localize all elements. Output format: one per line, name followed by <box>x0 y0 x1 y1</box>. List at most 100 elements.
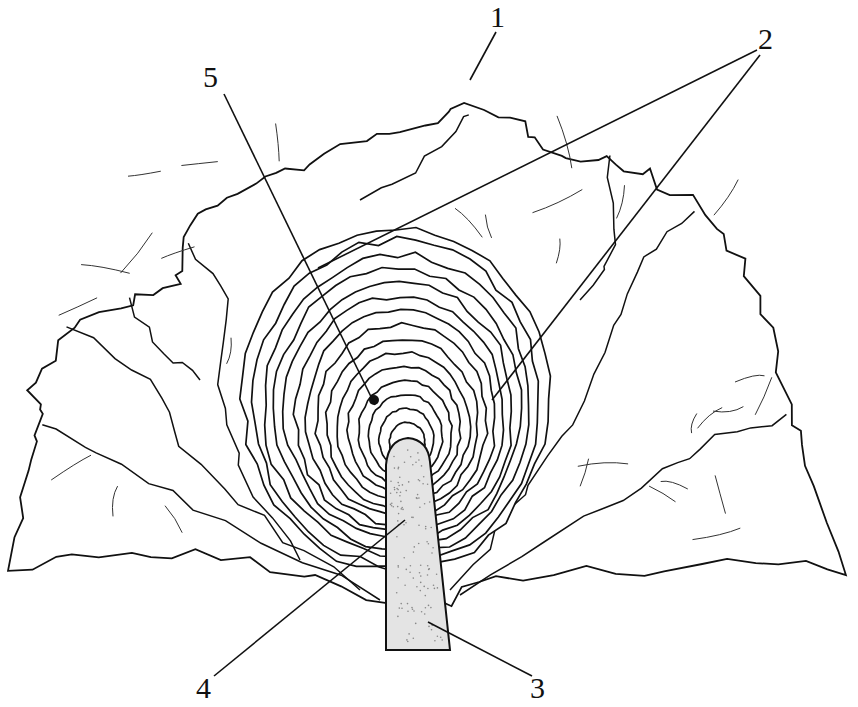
stem-texture <box>419 480 421 482</box>
stem-texture <box>399 607 401 609</box>
stem-texture <box>400 501 402 503</box>
stem-texture <box>428 626 430 628</box>
stem-texture <box>428 605 430 607</box>
stem-texture <box>427 484 429 486</box>
stem-texture <box>398 513 400 515</box>
stem-texture <box>399 495 401 497</box>
stem-texture <box>413 638 415 640</box>
stem-texture <box>403 524 405 526</box>
stem-texture <box>394 489 396 491</box>
stem-texture <box>397 489 399 491</box>
stem-texture <box>426 541 428 543</box>
stem-texture <box>398 485 400 487</box>
leader-lines <box>214 32 760 676</box>
stem-texture <box>402 509 404 511</box>
stem-texture <box>425 607 427 609</box>
stem-texture <box>405 522 407 524</box>
stem-texture <box>420 582 422 584</box>
leader-line <box>224 94 375 405</box>
stem-texture <box>422 483 424 485</box>
stem-texture <box>413 551 415 553</box>
stem-texture <box>430 527 432 529</box>
callout-number: 1 <box>490 2 505 32</box>
stem-texture <box>401 508 403 510</box>
leaf-vein <box>661 481 688 489</box>
stem-texture <box>424 503 426 505</box>
stem-texture <box>421 611 423 613</box>
stem-texture <box>406 569 408 571</box>
stem-texture <box>405 490 407 492</box>
stem-texture <box>390 504 392 506</box>
leaf-vein <box>533 190 583 213</box>
stem-texture <box>403 557 405 559</box>
stem-texture <box>413 577 415 579</box>
stem-texture <box>420 564 422 566</box>
leaf-vein <box>121 233 153 273</box>
stem-texture <box>400 491 402 493</box>
stem-texture <box>401 507 403 509</box>
leaf-vein <box>735 375 765 382</box>
stem-texture <box>394 467 396 469</box>
stem-texture <box>423 476 425 478</box>
stem-texture <box>437 587 439 589</box>
stem-texture <box>416 586 418 588</box>
stem-texture <box>397 468 399 470</box>
stem-texture <box>407 611 409 613</box>
stem-texture <box>429 501 431 503</box>
stem-texture <box>396 592 398 594</box>
stem-texture <box>429 568 431 570</box>
stem-texture <box>398 467 400 469</box>
stem-texture <box>417 452 419 454</box>
leaf-vein <box>580 459 589 487</box>
stem-texture <box>412 464 414 466</box>
stem-texture <box>428 569 430 571</box>
stem-texture <box>433 584 435 586</box>
stem-texture <box>393 506 395 508</box>
leaf-vein <box>455 208 482 237</box>
stem-texture <box>437 636 439 638</box>
leaf-vein <box>578 463 628 467</box>
stem-texture <box>418 543 420 545</box>
leaf-vein <box>557 116 572 168</box>
stem-texture <box>430 607 432 609</box>
leaf-vein <box>227 338 232 364</box>
leaf-vein <box>128 171 161 176</box>
stem-texture <box>419 572 421 574</box>
stem-texture <box>419 506 421 508</box>
leaf-vein <box>165 506 182 533</box>
leaf-vein <box>698 408 723 429</box>
stem-texture <box>418 525 420 527</box>
stem-texture <box>416 498 418 500</box>
stem-texture <box>401 607 403 609</box>
stem-texture <box>410 565 412 567</box>
leaf-vein <box>714 180 738 216</box>
callout-number: 2 <box>758 24 773 54</box>
stem-texture <box>421 465 423 467</box>
leaf-vein <box>556 239 560 264</box>
leaf-vein <box>715 475 725 513</box>
stem-texture <box>418 497 420 499</box>
stem-texture <box>427 574 429 576</box>
leaf-vein <box>59 298 97 316</box>
stem-texture <box>414 546 416 548</box>
leaf-edge <box>360 115 469 200</box>
callout-number: 3 <box>530 673 545 703</box>
stem-texture <box>406 639 408 641</box>
leaf-vein <box>617 185 625 218</box>
stem-texture <box>397 616 399 618</box>
leader-line <box>470 32 496 80</box>
stem-texture <box>407 641 409 643</box>
stem-texture <box>397 506 399 508</box>
stem-texture <box>397 577 399 579</box>
stem-texture <box>396 492 398 494</box>
stem-texture <box>413 610 415 612</box>
stem-texture <box>407 603 409 605</box>
stem-texture <box>425 528 427 530</box>
stem-texture <box>424 613 426 615</box>
leaf-vein <box>276 124 280 162</box>
stem-texture <box>394 487 396 489</box>
leaf-edge <box>130 298 201 380</box>
stem-texture <box>409 571 411 573</box>
leaf-vein <box>485 215 491 238</box>
